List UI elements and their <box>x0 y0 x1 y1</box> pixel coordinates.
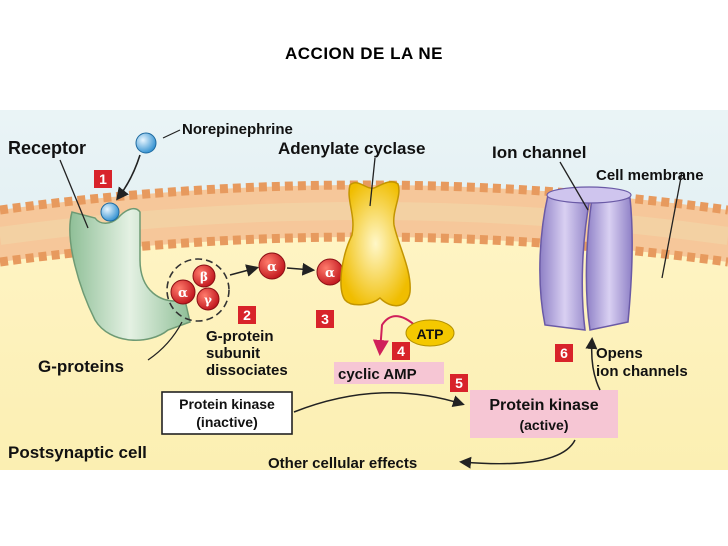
opens-channels-line1: Opens <box>596 345 643 362</box>
pk-inactive-line1: Protein kinase <box>179 396 275 412</box>
bound-norepinephrine <box>100 202 120 222</box>
pk-active-box <box>470 390 618 438</box>
step-1-box: 1 <box>94 170 112 188</box>
free-alpha-symbol: α <box>267 260 277 275</box>
adenylate-cyclase-label: Adenylate cyclase <box>278 139 425 158</box>
opens-channel-arrow <box>585 337 601 391</box>
cyclase-alpha-symbol: α <box>325 266 335 281</box>
pk-active-line2: (active) <box>519 417 568 433</box>
g-protein-complex: α β γ <box>166 258 230 322</box>
slide-title: ACCION DE LA NE <box>285 44 443 63</box>
g-protein-dissociates-line2: subunit <box>206 345 260 362</box>
beta-symbol: β <box>200 270 208 284</box>
ion-channel-protein <box>539 186 633 331</box>
step-4-box: 4 <box>392 342 410 360</box>
cyclic-amp-label: cyclic AMP <box>338 366 417 383</box>
step-6-box: 6 <box>555 344 573 362</box>
cyclic-amp-box <box>334 362 444 384</box>
pk-inactive-box <box>161 391 293 435</box>
step-6-number: 6 <box>560 345 568 361</box>
opens-channels-line2: ion channels <box>596 363 688 380</box>
gamma-subunit <box>196 287 220 311</box>
activation-arrow <box>293 391 465 413</box>
step-5-box: 5 <box>450 374 468 392</box>
alpha-symbol: α <box>178 286 188 301</box>
adenylate-cyclase-protein <box>340 181 411 307</box>
step-4-number: 4 <box>397 343 405 359</box>
norepinephrine-leader <box>162 129 181 139</box>
step-2-box: 2 <box>238 306 256 324</box>
cell-membrane-label: Cell membrane <box>596 167 704 184</box>
norepinephrine-label: Norepinephrine <box>182 121 293 138</box>
pk-active-line1: Protein kinase <box>489 397 598 414</box>
postsynaptic-cell-label: Postsynaptic cell <box>8 443 147 462</box>
alpha-release-arrow <box>229 264 260 277</box>
receptor-label: Receptor <box>8 138 86 158</box>
atp-badge <box>405 319 455 347</box>
step-2-number: 2 <box>243 307 251 323</box>
atp-label: ATP <box>417 326 444 342</box>
free-alpha-subunit <box>258 252 286 280</box>
other-effects-label: Other cellular effects <box>268 455 417 472</box>
binding-arrow <box>116 154 141 201</box>
alpha-to-cyclase-arrow <box>286 262 316 276</box>
ion-channel-label: Ion channel <box>492 143 586 162</box>
receptor-protein <box>69 207 191 341</box>
free-norepinephrine <box>135 132 157 154</box>
step-5-number: 5 <box>455 375 463 391</box>
gamma-symbol: γ <box>204 293 212 307</box>
step-3-box: 3 <box>316 310 334 328</box>
other-effects-arrow <box>459 439 576 469</box>
pk-inactive-line2: (inactive) <box>196 414 257 430</box>
step-3-number: 3 <box>321 311 329 327</box>
beta-subunit <box>192 264 216 288</box>
g-protein-dissociates-line3: dissociates <box>206 362 288 379</box>
g-protein-dissociates-line1: G-protein <box>206 328 274 345</box>
alpha-subunit <box>170 279 196 305</box>
g-proteins-label: G-proteins <box>38 357 124 376</box>
leader-lines <box>59 157 683 361</box>
step-1-number: 1 <box>99 171 107 187</box>
